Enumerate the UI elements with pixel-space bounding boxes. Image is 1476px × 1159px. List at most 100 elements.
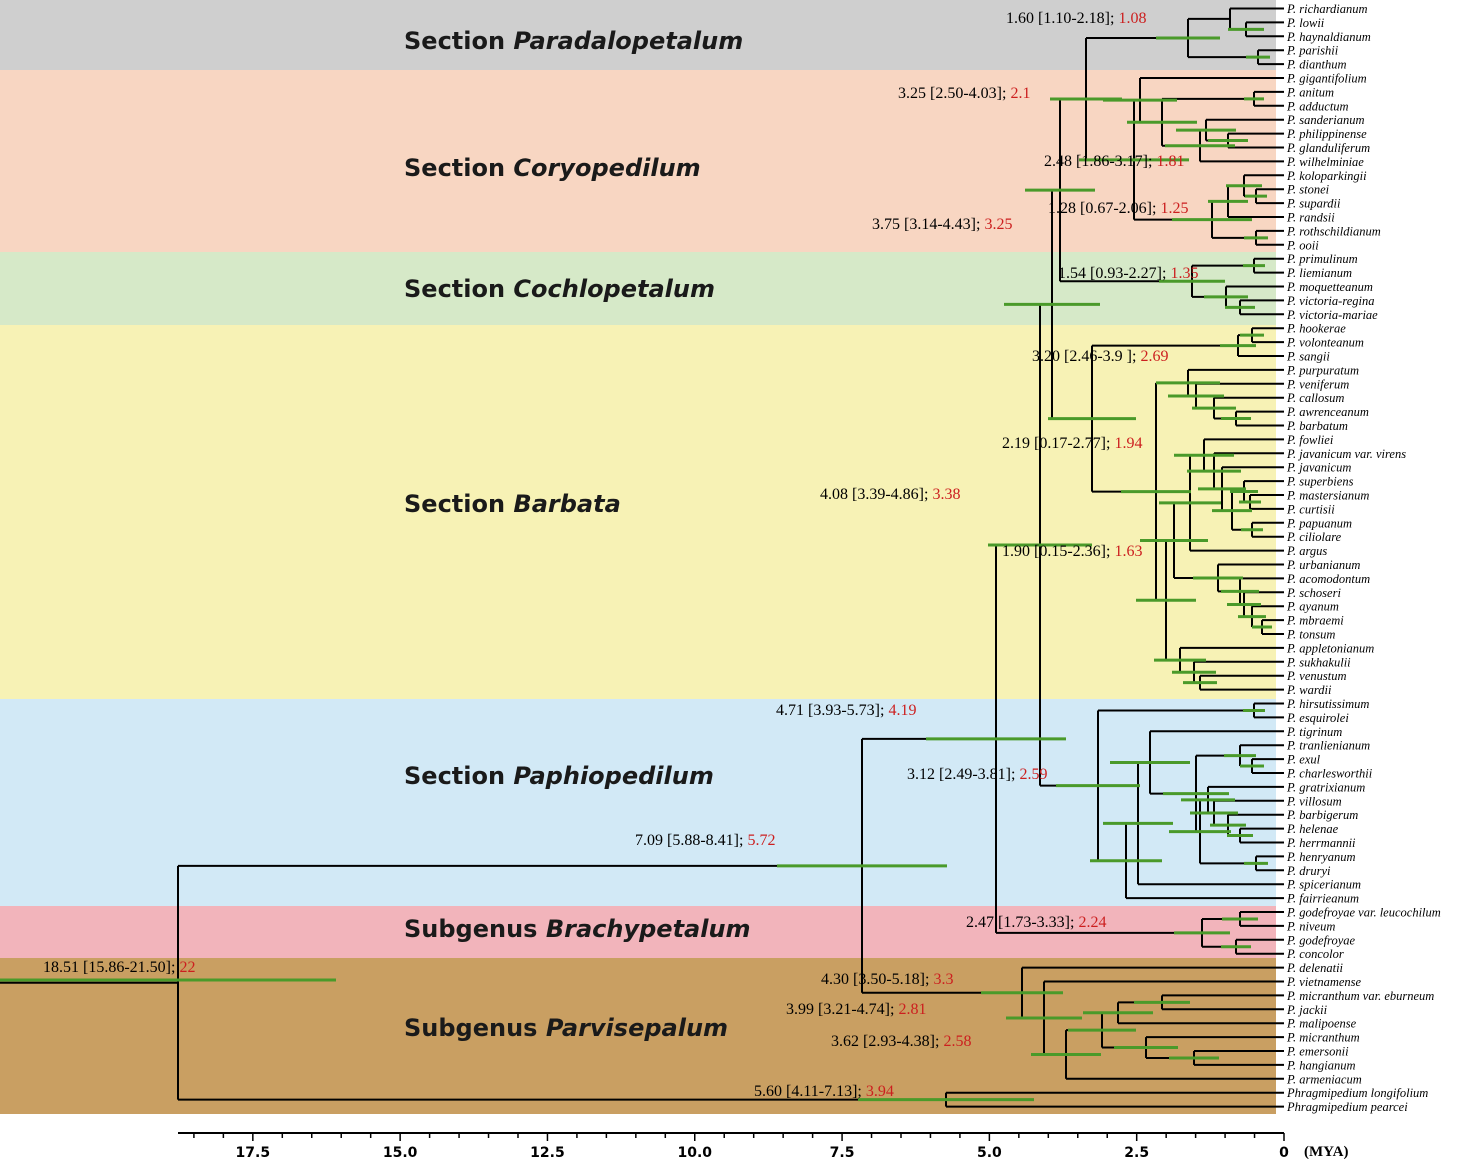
section-name: Coryopedilum [513, 154, 700, 182]
tip-name: P. malipoense [1286, 1017, 1357, 1031]
tip-name: P. rothschildianum [1286, 224, 1381, 238]
section-name: Paphiopedilum [513, 762, 713, 790]
annotation-age: 7.09 [5.88-8.41]; [635, 832, 747, 849]
node-annotation: 2.19 [0.17-2.77]; 1.94 [1002, 435, 1142, 452]
section-label-paradalopetalum: Section Paradalopetalum [404, 27, 743, 55]
tip-name: P. henryanum [1286, 850, 1356, 864]
tip-name: P. philippinense [1286, 127, 1367, 141]
annotation-red-value: 3.94 [866, 1083, 894, 1100]
tip-name: P. adductum [1286, 99, 1349, 113]
annotation-age: 3.12 [2.49-3.81]; [907, 766, 1019, 783]
tip-name: P. hangianum [1286, 1058, 1356, 1072]
section-prefix: Section [404, 27, 513, 55]
node-annotation: 18.51 [15.86-21.50]; 22 [43, 959, 195, 976]
tip-name: P. purpuratum [1286, 363, 1359, 377]
section-prefix: Subgenus [404, 1014, 546, 1042]
section-label-parvisepalum: Subgenus Parvisepalum [404, 1014, 728, 1042]
annotation-age: 3.75 [3.14-4.43]; [872, 216, 984, 233]
tip-name: P. volonteanum [1286, 336, 1364, 350]
annotation-age: 3.25 [2.50-4.03]; [898, 85, 1010, 102]
tip-name: P. primulinum [1286, 252, 1358, 266]
tip-label: P. gratrixianum [1286, 780, 1365, 794]
tip-label: P. hirsutissimum [1286, 697, 1369, 711]
tip-label: P. hookerae [1286, 322, 1346, 336]
annotation-red-value: 2.24 [1078, 914, 1106, 931]
annotation-age: 3.62 [2.93-4.38]; [831, 1033, 943, 1050]
tip-label: P. lowii [1286, 16, 1325, 30]
node-annotation: 4.30 [3.50-5.18]; 3.3 [821, 971, 953, 988]
tip-label: P. jackii [1286, 1003, 1328, 1017]
tip-label: P. primulinum [1286, 252, 1358, 266]
tip-label: P. sukhakulii [1286, 655, 1351, 669]
tip-name: P. vietnamense [1286, 975, 1362, 989]
tip-name: P. concolor [1286, 947, 1344, 961]
tip-label: P. malipoense [1286, 1017, 1357, 1031]
tip-name: P. curtisii [1286, 502, 1335, 516]
tip-label: P. tonsum [1286, 628, 1335, 642]
tip-label: P. esquirolei [1286, 711, 1349, 725]
tip-name: P. richardianum [1286, 2, 1368, 16]
axis-tick-label: 15.0 [383, 1145, 418, 1159]
tip-name: P. supardii [1286, 197, 1341, 211]
annotation-age: 2.19 [0.17-2.77]; [1002, 435, 1114, 452]
tip-label: P. awrenceanum [1286, 405, 1369, 419]
tip-label: P. ciliolare [1286, 530, 1342, 544]
section-label-brachypetalum: Subgenus Brachypetalum [404, 915, 751, 943]
node-annotation: 2.47 [1.73-3.33]; 2.24 [966, 914, 1106, 931]
tip-name: P. mastersianum [1286, 489, 1369, 503]
annotation-age: 3.20 [2.46-3.9 ]; [1032, 348, 1140, 365]
tip-label: P. sangii [1286, 350, 1330, 364]
axis-tick-label: 7.5 [830, 1145, 855, 1159]
tip-name: P. tonsum [1286, 628, 1335, 642]
annotation-red-value: 2.81 [898, 1001, 926, 1018]
tip-name: P. koloparkingii [1286, 169, 1367, 183]
tip-name: P. wardii [1286, 683, 1332, 697]
annotation-age: 1.28 [0.67-2.06]; [1048, 200, 1160, 217]
annotation-age: 1.54 [0.93-2.27]; [1058, 265, 1170, 282]
tip-name: P. spicerianum [1286, 878, 1361, 892]
tip-label: P. glanduliferum [1286, 141, 1370, 155]
tip-label: P. dianthum [1286, 58, 1347, 72]
annotation-red-value: 1.35 [1170, 265, 1198, 282]
tip-name: P. anitum [1286, 85, 1334, 99]
tip-var: leucochilum [1380, 906, 1441, 920]
axis-tick-label: 0 [1279, 1145, 1289, 1159]
tip-name: P. mbraemi [1286, 614, 1344, 628]
annotation-red-value: 2.59 [1019, 766, 1047, 783]
annotation-red-value: 1.94 [1114, 435, 1142, 452]
tip-name: P. fairrieanum [1286, 892, 1359, 906]
tip-var: virens [1376, 447, 1406, 461]
annotation-age: 4.08 [3.39-4.86]; [820, 486, 932, 503]
section-name: Cochlopetalum [513, 275, 715, 303]
tip-label: P. wilhelminiae [1286, 155, 1364, 169]
tip-name: P. stonei [1286, 183, 1330, 197]
tip-label: P. gigantifolium [1286, 72, 1367, 86]
tip-name: P. jackii [1286, 1003, 1328, 1017]
tip-label: P. javanicum var. virens [1286, 447, 1406, 461]
tip-label: P. exul [1286, 753, 1321, 767]
tip-label: P. adductum [1286, 99, 1349, 113]
section-label-cochlopetalum: Section Cochlopetalum [404, 275, 715, 303]
tip-name: P. druryi [1286, 864, 1331, 878]
tip-label: P. philippinense [1286, 127, 1367, 141]
section-name: Brachypetalum [546, 915, 751, 943]
section-label-paphiopedilum: Section Paphiopedilum [404, 762, 714, 790]
tip-name: P. urbanianum [1286, 558, 1360, 572]
tip-label: P. fairrieanum [1286, 892, 1359, 906]
tip-name: P. sangii [1286, 350, 1330, 364]
annotation-age: 4.71 [3.93-5.73]; [776, 702, 888, 719]
axis-tick-label: 12.5 [530, 1145, 565, 1159]
band-barbata [0, 325, 1276, 699]
tip-label: P. emersonii [1286, 1045, 1349, 1059]
tip-label: P. anitum [1286, 85, 1334, 99]
node-annotation: 3.62 [2.93-4.38]; 2.58 [831, 1033, 971, 1050]
tip-name: P. moquetteanum [1286, 280, 1373, 294]
tip-label: P. haynaldianum [1286, 30, 1371, 44]
section-prefix: Section [404, 275, 513, 303]
tip-name: P. barbatum [1286, 419, 1348, 433]
tip-var: eburneum [1384, 989, 1434, 1003]
tip-name: P. liemianum [1286, 266, 1352, 280]
annotation-age: 18.51 [15.86-21.50]; [43, 959, 179, 976]
section-label-barbata: Section Barbata [404, 490, 621, 518]
